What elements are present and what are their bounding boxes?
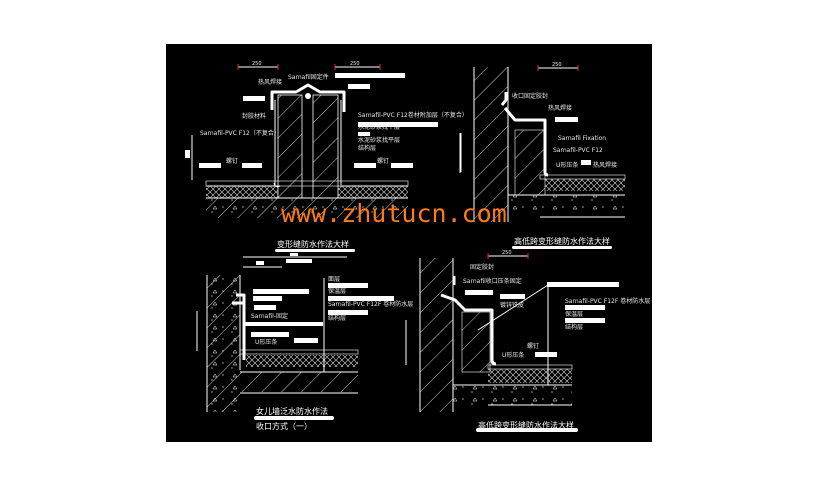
detail-title: 女儿墙泛水防水作法 (256, 406, 328, 416)
detail-title: 变形缝防水作法大样 (277, 239, 349, 249)
label-sheet-metal: 镀锌铁皮 (500, 301, 524, 309)
label-screed: 水泥砂浆找平层 (358, 136, 400, 144)
detail-title: 高低跨变形缝防水作法大样 (478, 420, 574, 430)
label-membrane: Sarnafil-PVC F12F 卷材防水层 (565, 297, 650, 305)
dimension-label: 250 (252, 61, 262, 67)
label-fixing-part: Sarnafil固定件 (288, 73, 329, 81)
label-screw: 螺钉 (377, 157, 389, 165)
label-cap-strip: Sarnafil收口压条固定 (463, 277, 522, 285)
label-screed: 水泥砂浆找平层 (358, 123, 400, 131)
label-surface: 面层 (328, 276, 340, 283)
label-sealant: 固定胶封 (470, 263, 494, 271)
detail-high-low-joint: 250 收口固定胶封 热风焊接 Sarnafil Fixation Sarnaf… (460, 62, 626, 249)
label-screw: 螺钉 (226, 157, 238, 165)
label-fixation: Sarnafil Fixation (558, 135, 606, 142)
label-sealant: 封胶材料 (242, 112, 266, 120)
label-insulation: 保温层 (565, 310, 583, 318)
watermark: www.zhutucn.com (281, 199, 507, 228)
label-structure: 结构层 (358, 144, 376, 152)
label-hot-air-weld: 热风焊接 (548, 104, 572, 112)
label-fixing: Sarnafil-固定 (251, 312, 288, 320)
detail-subtitle: 收口方式（一） (256, 421, 312, 431)
label-membrane-additional: Sarnafil-PVC F12卷材附加层（不复合） (358, 111, 468, 119)
label-sealant: 收口固定胶封 (512, 92, 548, 100)
label-hot-air-weld: 热风焊接 (593, 161, 617, 169)
label-insulation: 保温层 (328, 287, 346, 295)
label-hot-air-weld: 热风焊接 (258, 78, 282, 86)
label-u-strip: U形压条 (502, 351, 524, 359)
dimension-label: 250 (502, 250, 512, 256)
dimension-label: 250 (350, 61, 360, 67)
detail-parapet: 面层 保温层 Sarnafil-PVC F12F 卷材防水层 结构层 Sarna… (196, 253, 413, 431)
label-structure: 结构层 (565, 323, 583, 331)
label-u-strip: U形压条 (255, 338, 277, 346)
detail-title: 高低跨变形缝防水作法大样 (514, 236, 610, 246)
dimension-label: 250 (552, 62, 562, 68)
label-membrane: Sarnafil-PVC F12（不复合） (200, 129, 280, 137)
detail-expansion-joint: 250 250 热风焊接 Sarnafil固定件 封胶材料 Sarnafil-P… (185, 61, 468, 252)
label-screw: 螺钉 (527, 342, 539, 350)
label-u-strip: U形压条 (556, 161, 578, 169)
label-membrane: Sarnafil-PVC F12 (553, 147, 603, 154)
label-structure: 结构层 (328, 314, 346, 322)
detail-high-low-joint-2: 250 固定胶封 Sarnafil收口压条固定 镀锌铁皮 Sarnafil-PV… (419, 250, 650, 432)
label-membrane: Sarnafil-PVC F12F 卷材防水层 (328, 300, 413, 308)
